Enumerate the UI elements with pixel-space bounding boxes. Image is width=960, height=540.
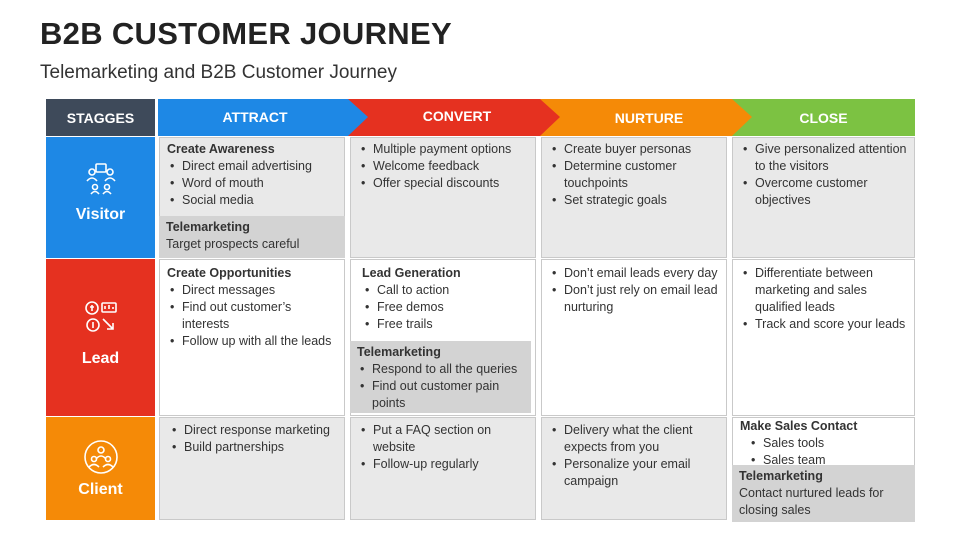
arrow-shape-close xyxy=(732,99,915,136)
telemarketing-heading: Telemarketing xyxy=(357,345,441,359)
arrow-shape-convert xyxy=(348,99,564,136)
slide-title: B2B CUSTOMER JOURNEY xyxy=(40,16,452,51)
list-item: Free trails xyxy=(362,316,528,333)
telemarketing-text: Contact nurtured leads for closing sales xyxy=(739,486,884,517)
telemarketing-heading: Telemarketing xyxy=(166,220,250,234)
client-group-icon xyxy=(84,440,118,474)
telemarketing-text: Target prospects careful xyxy=(166,237,300,251)
list-item: Don’t just rely on email lead nurturing xyxy=(549,282,719,316)
column-label-nurture: NURTURE xyxy=(614,110,684,126)
cell-client-attract: Direct response marketing Build partners… xyxy=(159,417,345,520)
column-label-convert: CONVERT xyxy=(422,108,492,124)
cell-visitor-convert: Multiple payment options Welcome feedbac… xyxy=(350,137,536,258)
telemarketing-box-lead-convert: Telemarketing Respond to all the queries… xyxy=(350,341,531,413)
list-item: Delivery what the client expects from yo… xyxy=(549,422,719,456)
row-label-lead: Lead xyxy=(46,259,155,416)
list-item: Personalize your email campaign xyxy=(549,456,719,490)
column-header-attract: ATTRACT xyxy=(158,99,374,136)
list-item: Call to action xyxy=(362,282,528,299)
stages-header: STAGGES xyxy=(46,99,155,136)
telemarketing-heading: Telemarketing xyxy=(739,469,823,483)
list-item: Determine customer touchpoints xyxy=(549,158,719,192)
list-item: Build partnerships xyxy=(169,439,337,456)
list-item: Differentiate between marketing and sale… xyxy=(740,265,907,316)
list-item: Follow up with all the leads xyxy=(167,333,337,350)
list-item: Follow-up regularly xyxy=(358,456,528,473)
slide-subtitle: Telemarketing and B2B Customer Journey xyxy=(40,62,397,83)
column-header-convert: CONVERT xyxy=(348,99,566,136)
list-item: Overcome customer objectives xyxy=(740,175,907,209)
list-item: Respond to all the queries xyxy=(357,361,524,378)
list-item: Multiple payment options xyxy=(358,141,528,158)
cell-heading: Create Opportunities xyxy=(167,266,292,280)
list-item: Put a FAQ section on website xyxy=(358,422,528,456)
cell-visitor-nurture: Create buyer personas Determine customer… xyxy=(541,137,727,258)
row-label-visitor: Visitor xyxy=(46,137,155,258)
list-item: Find out customer’s interests xyxy=(167,299,337,333)
list-item: Set strategic goals xyxy=(549,192,719,209)
list-item: Find out customer pain points xyxy=(357,378,524,412)
cell-visitor-close: Give personalized attention to the visit… xyxy=(732,137,915,258)
lead-funnel-icon xyxy=(85,301,117,332)
list-item: Word of mouth xyxy=(167,175,337,192)
row-label-client-text: Client xyxy=(78,481,123,498)
arrow-shape-attract xyxy=(158,99,372,136)
list-item: Welcome feedback xyxy=(358,158,528,175)
column-header-nurture: NURTURE xyxy=(540,99,758,136)
column-header-close: CLOSE xyxy=(732,99,915,136)
column-label-close: CLOSE xyxy=(799,110,848,126)
list-item: Direct messages xyxy=(167,282,337,299)
cell-lead-attract: Create Opportunities Direct messages Fin… xyxy=(159,259,345,416)
list-item: Direct email advertising xyxy=(167,158,337,175)
list-item: Track and score your leads xyxy=(740,316,907,333)
list-item: Give personalized attention to the visit… xyxy=(740,141,907,175)
row-label-lead-text: Lead xyxy=(81,350,120,367)
cell-heading: Create Awareness xyxy=(167,142,275,156)
list-item: Sales team xyxy=(748,452,907,469)
list-item: Offer special discounts xyxy=(358,175,528,192)
list-item: Direct response marketing xyxy=(169,422,337,439)
list-item: Sales tools xyxy=(748,435,907,452)
row-label-client: Client xyxy=(46,417,155,520)
column-label-attract: ATTRACT xyxy=(222,109,288,125)
list-item: Free demos xyxy=(362,299,528,316)
telemarketing-box-visitor-attract: Telemarketing Target prospects careful xyxy=(159,216,345,258)
cell-lead-nurture: Don’t email leads every day Don’t just r… xyxy=(541,259,727,416)
cell-heading: Lead Generation xyxy=(362,266,461,280)
arrow-shape-nurture xyxy=(540,99,756,136)
list-item: Don’t email leads every day xyxy=(549,265,719,282)
cell-heading: Make Sales Contact xyxy=(740,419,858,433)
row-label-visitor-text: Visitor xyxy=(75,206,126,223)
cell-lead-close: Differentiate between marketing and sale… xyxy=(732,259,915,416)
list-item: Social media xyxy=(167,192,337,209)
cell-client-convert: Put a FAQ section on website Follow-up r… xyxy=(350,417,536,520)
telemarketing-box-client-close: Telemarketing Contact nurtured leads for… xyxy=(732,465,915,522)
list-item: Create buyer personas xyxy=(549,141,719,158)
visitors-icon xyxy=(86,163,116,195)
cell-client-nurture: Delivery what the client expects from yo… xyxy=(541,417,727,520)
